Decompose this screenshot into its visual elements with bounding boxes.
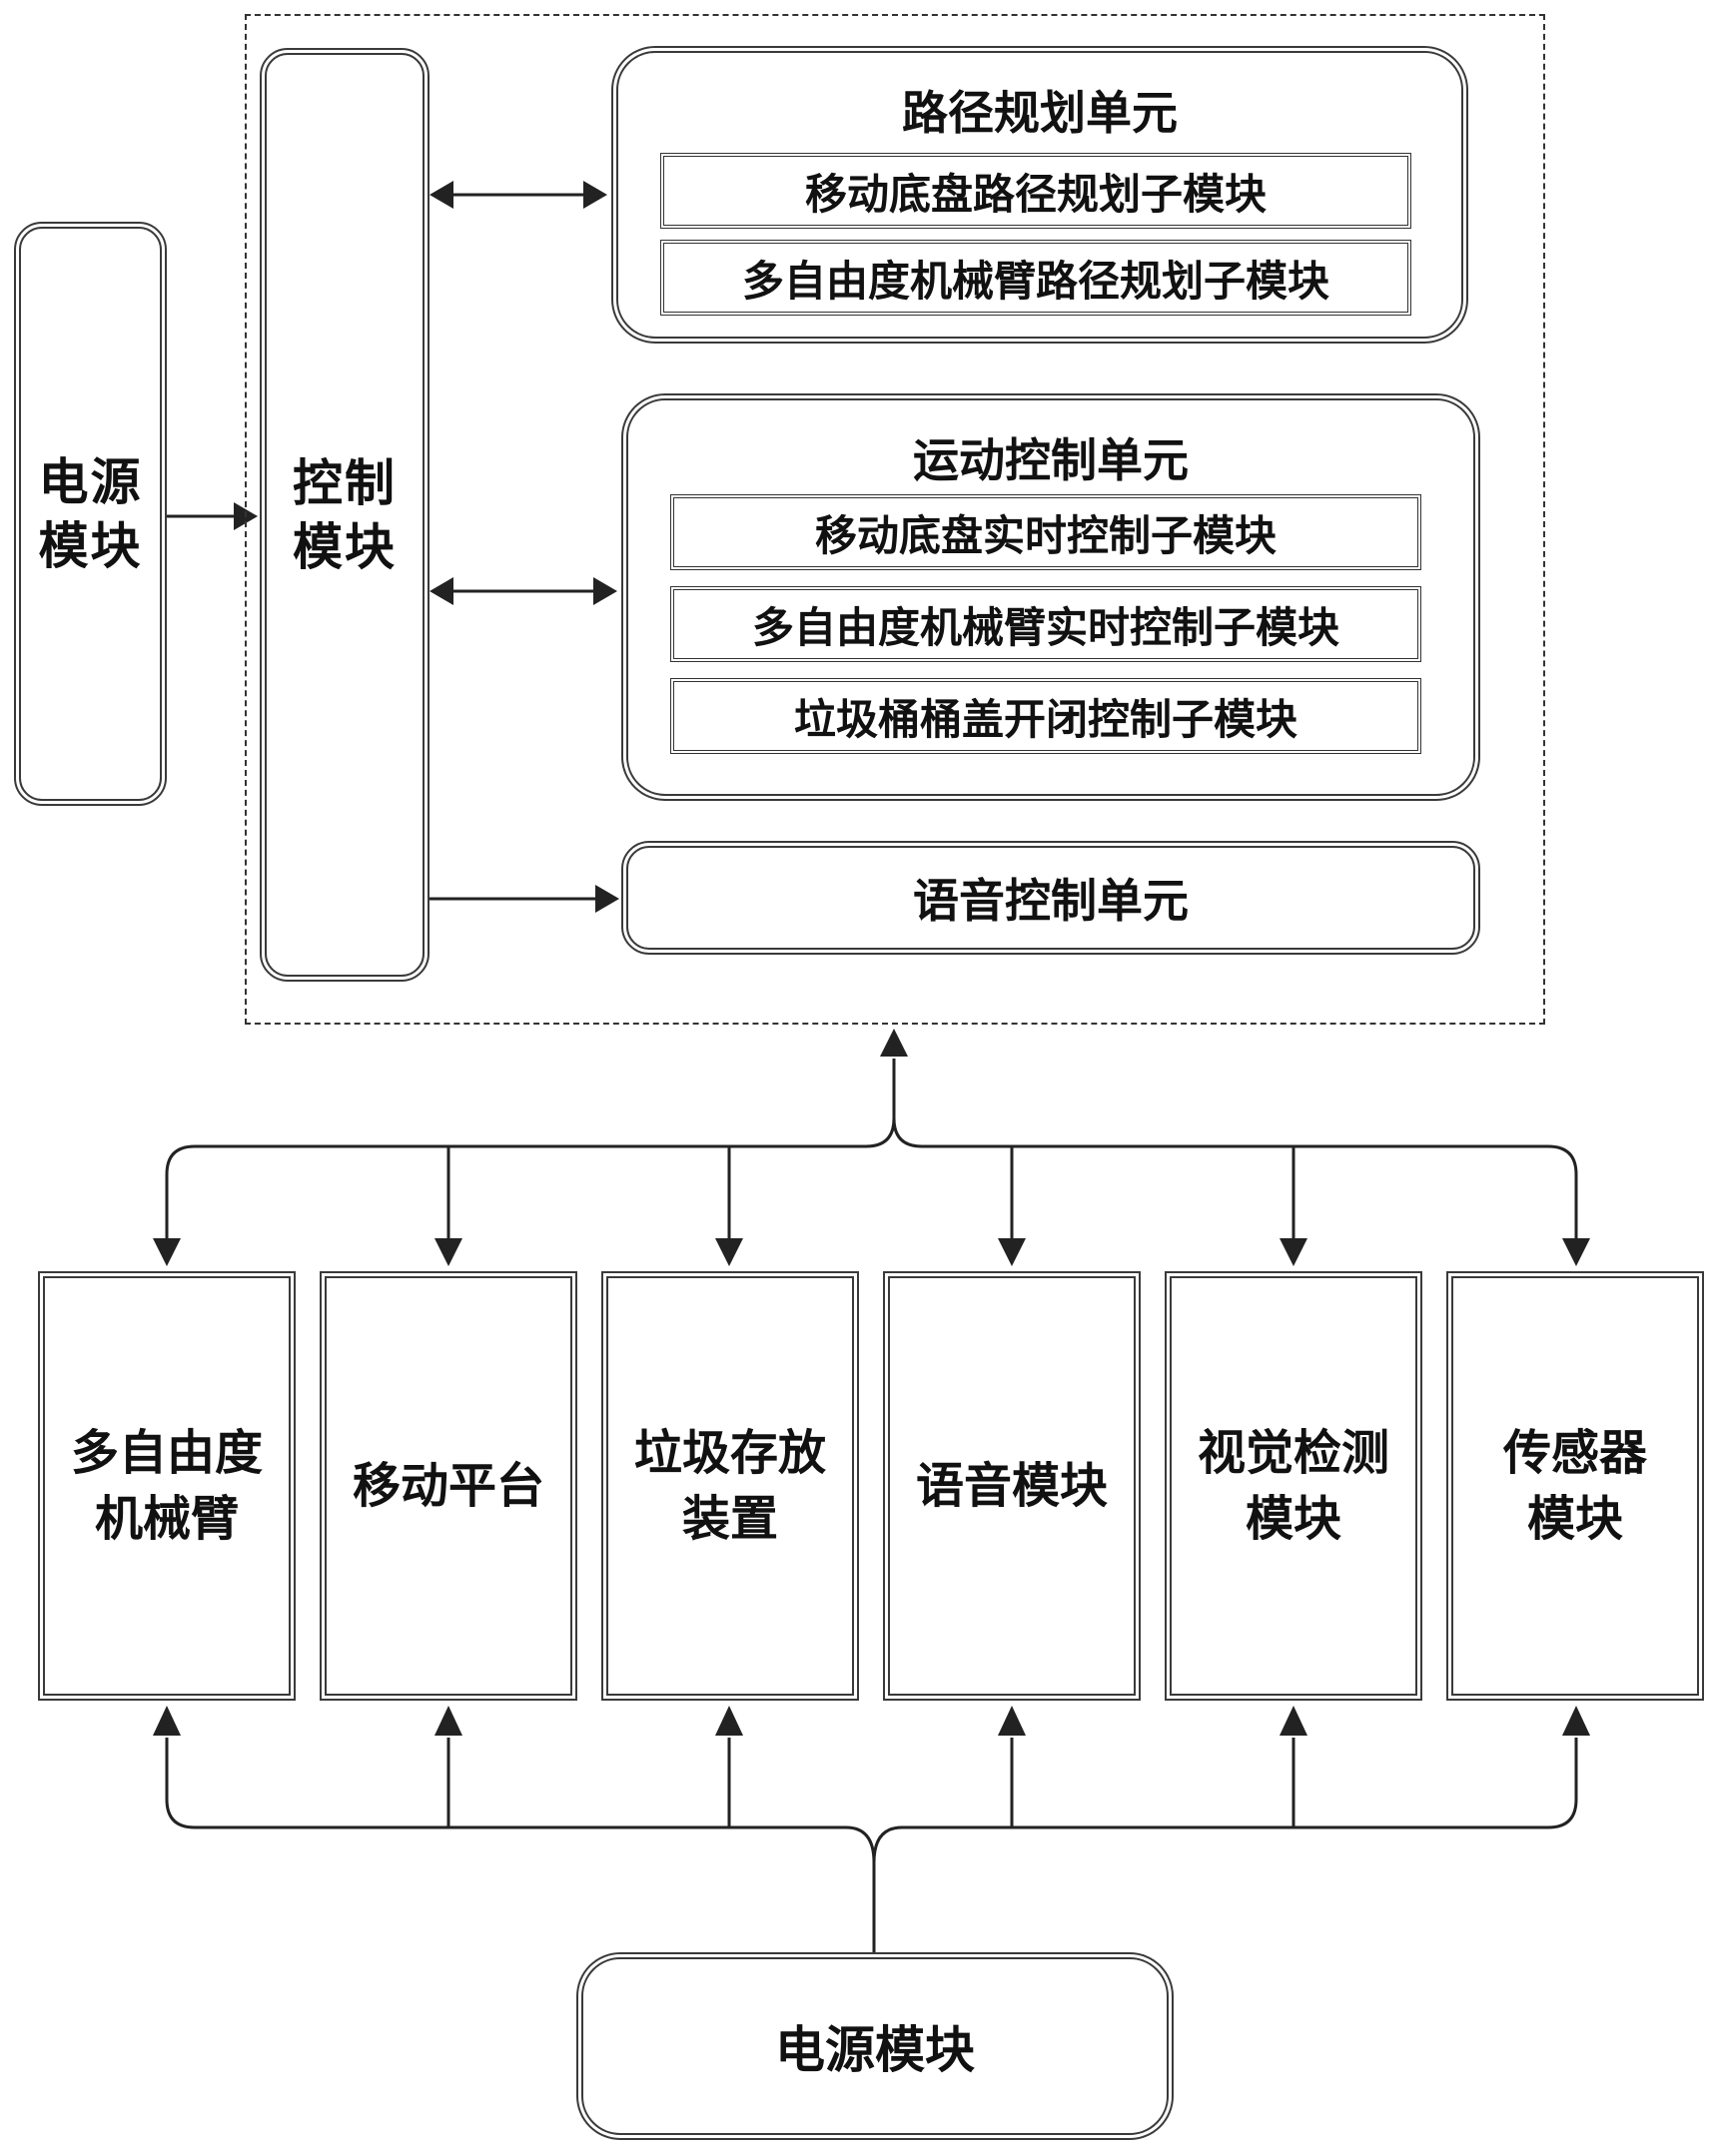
bottom-power-module-label: 电源模块 — [775, 2021, 975, 2079]
control-module: 控制 模块 — [260, 48, 430, 982]
module-label: 传感器 模块 — [1502, 1425, 1647, 1547]
voice-control-unit-title: 语音控制单元 — [913, 874, 1189, 928]
module-label: 多自由度 机械臂 — [70, 1425, 263, 1547]
voice-control-unit: 语音控制单元 — [621, 841, 1480, 955]
module-arm: 多自由度 机械臂 — [38, 1271, 296, 1701]
module-label: 视觉检测 模块 — [1197, 1425, 1389, 1547]
motion-control-sub-module: 垃圾桶桶盖开闭控制子模块 — [670, 678, 1421, 754]
module-sensor: 传感器 模块 — [1446, 1271, 1704, 1701]
module-mobile-platform: 移动平台 — [320, 1271, 577, 1701]
module-label: 垃圾存放 装置 — [633, 1425, 826, 1547]
control-system-boundary — [245, 14, 1545, 1025]
module-label: 移动平台 — [352, 1458, 544, 1514]
left-power-module: 电源 模块 — [14, 222, 167, 806]
control-module-label: 控制 模块 — [293, 453, 397, 576]
motion-control-unit-title: 运动控制单元 — [913, 433, 1189, 487]
motion-control-unit: 运动控制单元 移动底盘实时控制子模块 多自由度机械臂实时控制子模块 垃圾桶桶盖开… — [621, 393, 1480, 801]
module-garbage-storage: 垃圾存放 装置 — [601, 1271, 859, 1701]
module-voice: 语音模块 — [883, 1271, 1141, 1701]
left-power-module-label: 电源 模块 — [38, 452, 143, 575]
path-planning-unit-title: 路径规划单元 — [902, 86, 1178, 140]
bottom-bus — [153, 1706, 1590, 1952]
motion-control-sub-module: 多自由度机械臂实时控制子模块 — [670, 586, 1421, 662]
bottom-power-module: 电源模块 — [576, 1952, 1174, 2140]
path-planning-unit: 路径规划单元 移动底盘路径规划子模块 多自由度机械臂路径规划子模块 — [611, 46, 1468, 344]
motion-control-sub-module: 移动底盘实时控制子模块 — [670, 494, 1421, 570]
module-vision: 视觉检测 模块 — [1165, 1271, 1422, 1701]
module-label: 语音模块 — [915, 1458, 1108, 1514]
path-planning-sub-module: 移动底盘路径规划子模块 — [660, 153, 1411, 229]
top-bus — [153, 1029, 1590, 1266]
path-planning-sub-module: 多自由度机械臂路径规划子模块 — [660, 240, 1411, 316]
